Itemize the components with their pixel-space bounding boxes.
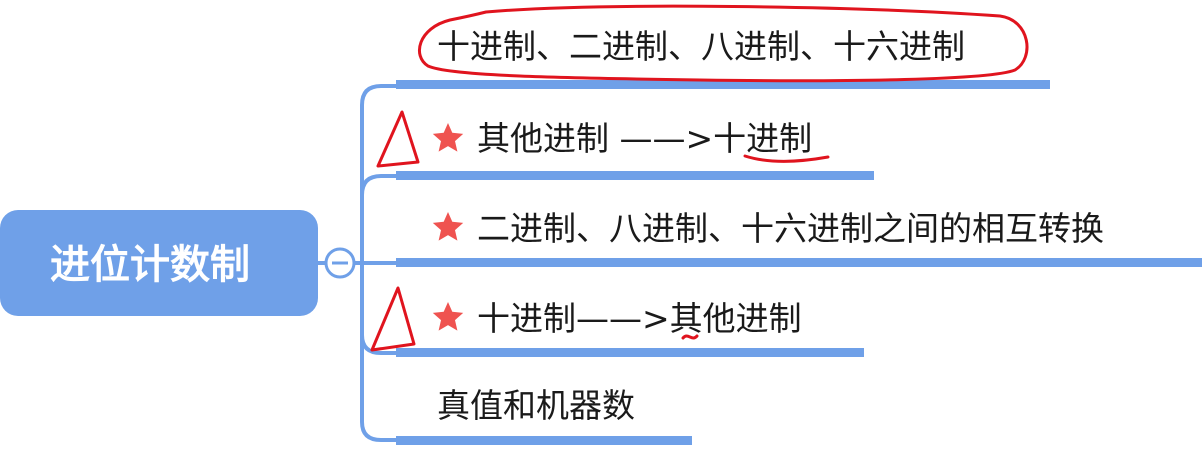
circle-annotation xyxy=(417,4,1029,83)
branch-node-1[interactable]: 十进制、二进制、八进制、十六进制 xyxy=(396,27,1050,89)
connectors xyxy=(318,84,398,442)
branch-connector-5 xyxy=(360,263,398,442)
branch-underline-4 xyxy=(396,348,864,357)
branch-node-3[interactable]: 二进制、八进制、十六进制之间的相互转换 xyxy=(396,209,1202,267)
root-label: 进位计数制 xyxy=(50,242,250,288)
branch-node-5[interactable]: 真值和机器数 xyxy=(396,386,692,445)
branch-underline-3 xyxy=(396,258,1202,267)
star-icon xyxy=(432,212,464,241)
branch-label-4: 十进制——>其他进制 xyxy=(477,299,802,338)
underline-annotation-2 xyxy=(681,334,699,340)
branch-label-3: 二进制、八进制、十六进制之间的相互转换 xyxy=(477,209,1104,248)
branch-underline-5 xyxy=(396,436,692,445)
collapse-toggle[interactable] xyxy=(324,247,356,279)
branch-underline-1 xyxy=(396,80,1050,89)
branch-label-2: 其他进制 ——>十进制 xyxy=(477,119,812,158)
root-node[interactable]: 进位计数制 xyxy=(0,210,318,316)
branch-node-4[interactable]: 十进制——>其他进制 xyxy=(396,299,864,357)
star-icon xyxy=(432,123,464,152)
branch-node-2[interactable]: 其他进制 ——>十进制 xyxy=(396,119,874,180)
branch-connector-2 xyxy=(360,174,398,196)
branch-label-1: 十进制、二进制、八进制、十六进制 xyxy=(437,27,965,66)
star-icon xyxy=(432,302,464,331)
underline-annotation-1 xyxy=(743,154,830,163)
branch-connector-1 xyxy=(360,84,398,263)
root-node-box xyxy=(0,210,318,316)
triangle-annotation-2 xyxy=(370,286,416,352)
branch-label-5: 真值和机器数 xyxy=(437,386,635,425)
triangle-annotation-1 xyxy=(376,110,420,168)
handwritten-annotations xyxy=(370,4,1029,352)
branch-connector-4 xyxy=(360,263,398,355)
branch-underline-2 xyxy=(396,171,874,180)
